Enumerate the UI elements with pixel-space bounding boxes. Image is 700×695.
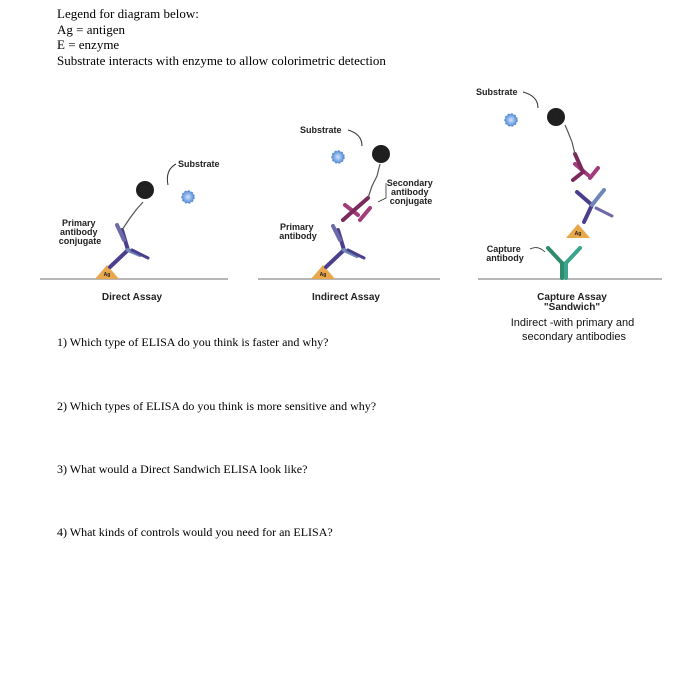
- question-3: 3) What would a Direct Sandwich ELISA lo…: [57, 462, 308, 476]
- indirect-enzyme-label: E: [378, 150, 384, 160]
- legend-item-antigen: Ag = antigen: [57, 21, 125, 37]
- question-1: 1) Which type of ELISA do you think is f…: [57, 335, 329, 349]
- capture-assay-title: Capture Assay: [537, 292, 607, 303]
- capture-assay: Ag E Substrate Capture antibody Capture …: [476, 87, 662, 343]
- indirect-secondary-antibody-icon: [341, 196, 372, 222]
- capture-enzyme-label: E: [553, 113, 559, 123]
- direct-enzyme-icon: [136, 181, 154, 199]
- indirect-primary-label: Primary antibody: [279, 222, 317, 241]
- capture-assay-note: Indirect -with primary and secondary ant…: [511, 317, 638, 343]
- direct-enzyme-label: E: [142, 186, 148, 196]
- capture-secondary-antibody-icon: [571, 152, 600, 182]
- direct-antigen-icon: [95, 265, 119, 279]
- capture-antigen-icon: [566, 224, 590, 238]
- indirect-primary-antibody-icon: [324, 224, 366, 269]
- capture-antibody-pointer: [529, 247, 546, 253]
- capture-antibody-label: Capture antibody: [486, 244, 524, 263]
- capture-substrate-label: Substrate: [476, 87, 518, 97]
- indirect-substrate-arrow: [347, 129, 363, 147]
- capture-assay-subtitle: "Sandwich": [544, 302, 600, 313]
- question-4: 4) What kinds of controls would you need…: [57, 525, 333, 539]
- capture-antibody-icon: [546, 246, 582, 280]
- indirect-assay: Ag E Substrate Secondary antibody conjug…: [258, 125, 440, 303]
- direct-antigen-label: Ag: [104, 272, 111, 278]
- legend-item-enzyme: E = enzyme: [57, 37, 120, 52]
- legend: Legend for diagram below: Ag = antigen E…: [57, 6, 386, 68]
- indirect-assay-title: Indirect Assay: [312, 292, 380, 303]
- elisa-diagram: Ag E Substrate Primary antibody conjugat…: [40, 87, 662, 343]
- indirect-linker: [367, 163, 381, 199]
- indirect-secondary-label: Secondary antibody conjugate: [387, 178, 436, 206]
- capture-substrate-arrow: [522, 91, 539, 109]
- direct-assay: Ag E Substrate Primary antibody conjugat…: [40, 159, 228, 303]
- indirect-antigen-icon: [311, 265, 335, 279]
- indirect-secondary-pointer: [377, 183, 387, 203]
- direct-substrate-arrow: [166, 163, 177, 186]
- capture-linker: [564, 124, 576, 155]
- question-2: 2) Which types of ELISA do you think is …: [57, 399, 377, 413]
- capture-primary-antibody-icon: [575, 188, 614, 224]
- indirect-substrate-label: Substrate: [300, 125, 342, 135]
- legend-title: Legend for diagram below:: [57, 6, 199, 21]
- direct-substrate-icon: [181, 190, 195, 204]
- capture-antigen-label: Ag: [575, 231, 582, 237]
- capture-enzyme-icon: [547, 108, 565, 126]
- legend-item-substrate: Substrate interacts with enzyme to allow…: [57, 52, 386, 68]
- indirect-enzyme-icon: [372, 145, 390, 163]
- direct-substrate-label: Substrate: [178, 159, 220, 169]
- direct-antibody-label: Primary antibody conjugate: [59, 218, 102, 246]
- direct-linker: [121, 201, 144, 231]
- indirect-antigen-label: Ag: [320, 272, 327, 278]
- capture-substrate-icon: [504, 113, 518, 127]
- indirect-substrate-icon: [331, 150, 345, 164]
- direct-antibody-icon: [108, 223, 150, 269]
- direct-assay-title: Direct Assay: [102, 292, 163, 303]
